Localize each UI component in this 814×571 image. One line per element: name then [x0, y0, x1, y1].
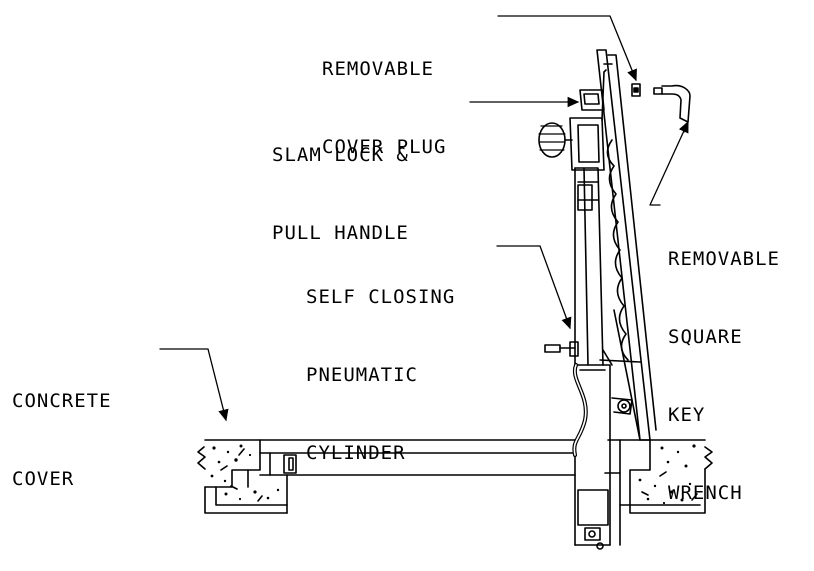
label-cylinder: SELF CLOSING PNEUMATIC CYLINDER [306, 232, 455, 518]
label-slam-lock-line-1: SLAM LOCK & [272, 144, 409, 166]
slam-lock-handle [538, 89, 605, 171]
label-cover-plug-line-1: REMOVABLE [322, 58, 434, 80]
label-cylinder-line-3: CYLINDER [306, 442, 406, 464]
label-concrete-line-2: COVER [12, 468, 75, 490]
label-key-wrench-line-2: SQUARE [668, 326, 743, 348]
label-cover-plug-line-2: COVER PLUG [322, 136, 447, 158]
cover-plug [631, 83, 641, 97]
hatch-lid [596, 49, 657, 441]
label-slam-lock: SLAM LOCK & PULL HANDLE [272, 90, 409, 298]
label-key-wrench-line-4: WRENCH [668, 482, 743, 504]
label-concrete-line-1: CONCRETE [12, 390, 112, 412]
label-key-wrench: REMOVABLE SQUARE KEY WRENCH [668, 194, 780, 558]
cylinder-housing [574, 364, 611, 550]
leader-cover-plug [497, 15, 637, 82]
label-key-wrench-line-3: KEY [668, 404, 706, 426]
leader-lines [159, 15, 689, 422]
label-concrete: CONCRETE COVER [12, 336, 112, 544]
concrete-slab-right [619, 439, 713, 514]
key-wrench [653, 84, 691, 133]
label-key-wrench-line-1: REMOVABLE [668, 248, 780, 270]
leader-concrete [159, 348, 229, 422]
label-cylinder-line-1: SELF CLOSING [306, 286, 456, 308]
pneumatic-cylinder [544, 167, 604, 457]
leader-key-wrench [649, 120, 689, 206]
concrete-slab-left [197, 439, 288, 514]
hinge [611, 397, 633, 415]
label-cylinder-line-2: PNEUMATIC [306, 364, 418, 386]
label-cover-plug: REMOVABLE COVER PLUG [322, 4, 446, 212]
label-slam-lock-line-2: PULL HANDLE [272, 222, 409, 244]
leader-cylinder [496, 245, 572, 330]
